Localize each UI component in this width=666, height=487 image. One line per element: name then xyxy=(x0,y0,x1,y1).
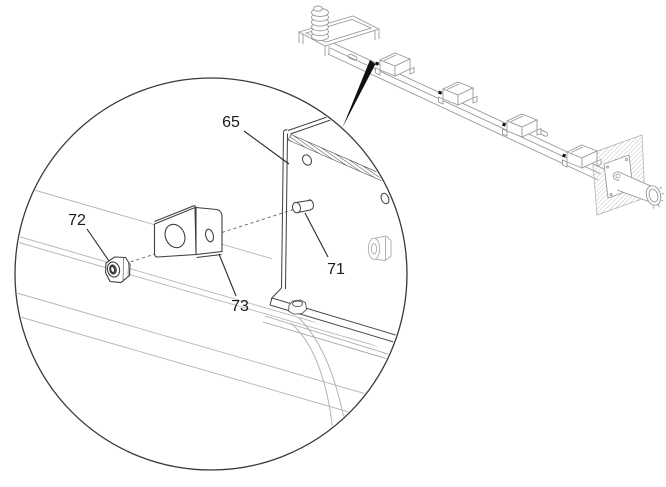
rail-strip xyxy=(262,315,392,360)
bolt-dot xyxy=(375,61,380,66)
callout-71-label: 71 xyxy=(327,261,345,278)
bolt-dot xyxy=(502,122,507,127)
callout-72-label: 72 xyxy=(68,212,86,229)
plate-hatched-edge xyxy=(287,134,385,181)
leader-line-71 xyxy=(304,212,329,258)
callout-65-label: 65 xyxy=(222,114,240,131)
leader-line-73 xyxy=(218,253,237,297)
bolt-dot xyxy=(438,90,443,95)
callout-73-label: 73 xyxy=(231,298,249,315)
assembly-axis-dashline xyxy=(112,209,294,268)
spring xyxy=(311,5,329,41)
bracket-small-hole xyxy=(204,228,215,243)
rail-assembly-overview xyxy=(297,5,664,216)
trolley-bracket-3 xyxy=(502,113,542,138)
callouts: 65 71 72 73 xyxy=(68,114,345,315)
plate-hole xyxy=(380,192,390,205)
trolley-bracket-1 xyxy=(375,52,415,77)
rail-slot xyxy=(347,53,358,61)
torsion-tube xyxy=(616,172,664,209)
trolley-bracket-2 xyxy=(438,81,478,106)
plate-hole xyxy=(302,154,312,166)
flange-screw xyxy=(288,299,307,315)
part-73-angle-bracket xyxy=(153,204,223,259)
part-72-hex-nut xyxy=(104,256,131,284)
power-head-frame xyxy=(297,15,381,56)
flange-nut xyxy=(367,235,392,261)
leader-line-72 xyxy=(86,228,110,262)
bracket-large-hole xyxy=(164,223,186,249)
bolt-dot xyxy=(562,153,567,158)
detail-circle xyxy=(14,77,408,471)
detail-pointer-arrow xyxy=(342,60,376,128)
leader-line-65 xyxy=(243,130,290,165)
part-71-stud xyxy=(292,199,314,214)
trolley-bracket-4 xyxy=(562,144,602,169)
belt-curve xyxy=(290,317,346,432)
detail-view xyxy=(16,111,406,435)
